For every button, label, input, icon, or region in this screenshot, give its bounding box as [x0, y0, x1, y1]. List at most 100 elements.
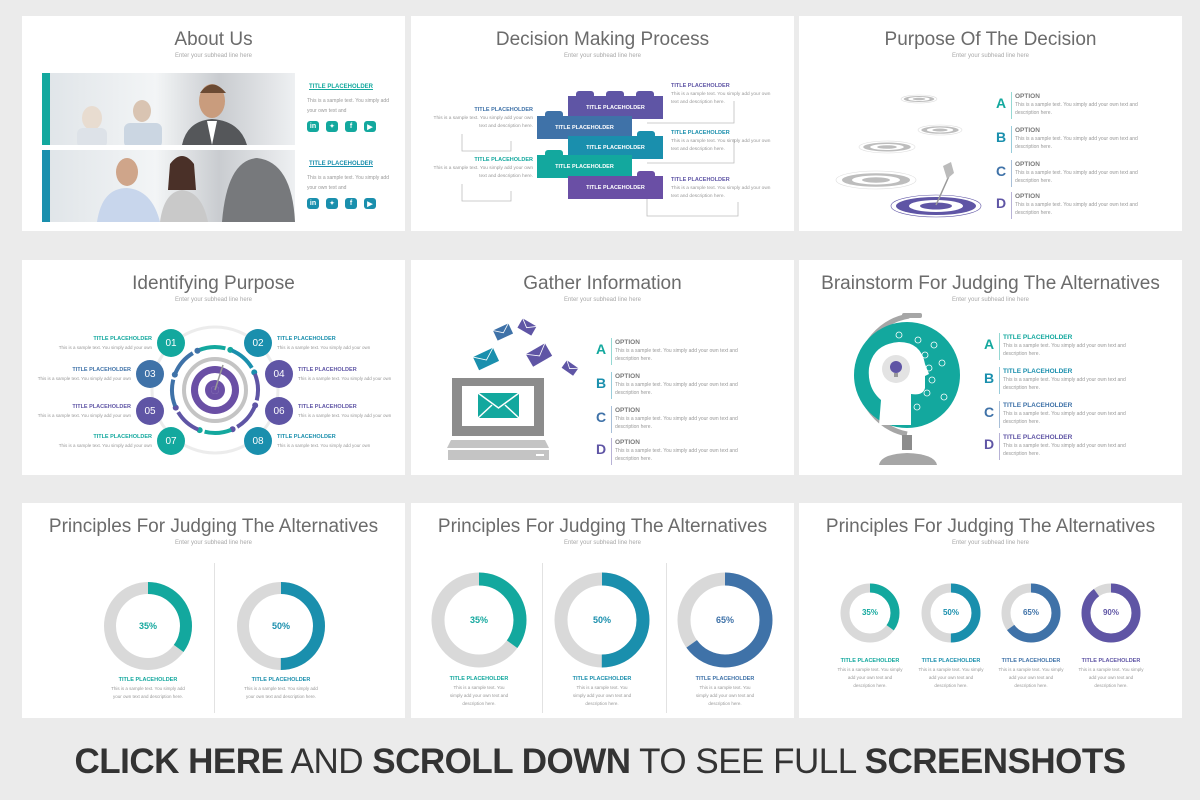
facebook-icon[interactable]: f: [345, 198, 357, 209]
option-divider: [611, 406, 612, 433]
step-number-badge[interactable]: 06: [265, 397, 293, 425]
twitter-icon[interactable]: ✦: [326, 198, 338, 209]
connector-line: [646, 198, 739, 217]
option-divider: [999, 333, 1000, 360]
option-letter: B: [596, 375, 607, 391]
slide-decision-making-process[interactable]: Decision Making Process Enter your subhe…: [411, 16, 794, 231]
option-letter: A: [984, 336, 995, 352]
step-number-badge[interactable]: 01: [157, 329, 185, 357]
slide-subhead: Enter your subhead line here: [174, 540, 253, 546]
option-text: This is a sample text. You simply add yo…: [1015, 102, 1138, 116]
slide-principles-4[interactable]: Principles For Judging The Alternatives …: [799, 503, 1182, 718]
donut-title[interactable]: TITLE PLACEHOLDER: [118, 677, 178, 683]
option-title[interactable]: OPTION: [615, 439, 640, 446]
cycle-arrow-arc: [230, 348, 254, 369]
youtube-icon[interactable]: ▶: [364, 121, 376, 132]
option-title[interactable]: TITLE PLACEHOLDER: [1003, 434, 1073, 441]
process-brick[interactable]: TITLE PLACEHOLDER: [537, 111, 632, 139]
cycle-arrow-arc: [170, 379, 178, 407]
process-brick[interactable]: TITLE PLACEHOLDER: [537, 150, 632, 178]
step-title: TITLE PLACEHOLDER: [298, 404, 357, 410]
option-title[interactable]: OPTION: [615, 339, 640, 346]
step-title: TITLE PLACEHOLDER: [93, 434, 152, 440]
slide-principles-3[interactable]: Principles For Judging The Alternatives …: [411, 503, 794, 718]
donut-title[interactable]: TITLE PLACEHOLDER: [572, 676, 632, 682]
step-number-badge[interactable]: 02: [244, 329, 272, 357]
option-title[interactable]: OPTION: [615, 373, 640, 380]
idea-icon: [925, 364, 933, 372]
slide-gather-information[interactable]: Gather Information Enter your subhead li…: [411, 260, 794, 475]
brick-stud: [636, 91, 654, 97]
item-title-link[interactable]: TITLE PLACEHOLDER: [309, 84, 373, 90]
step-number-badge[interactable]: 07: [157, 427, 185, 455]
option-text: This is a sample text. You simply add yo…: [1003, 443, 1126, 457]
slide-principles-2[interactable]: Principles For Judging The Alternatives …: [22, 503, 405, 718]
donut-value-label: 65%: [715, 615, 734, 625]
donut-title[interactable]: TITLE PLACEHOLDER: [449, 676, 509, 682]
step-number-badge[interactable]: 08: [244, 427, 272, 455]
cta-scroll-down: SCROLL DOWN: [372, 742, 631, 781]
target-ring: [900, 94, 938, 104]
option-title[interactable]: TITLE PLACEHOLDER: [1003, 334, 1073, 341]
bullseye-ring: [890, 194, 982, 218]
step-number-badge[interactable]: 03: [136, 360, 164, 388]
donut-value-label: 90%: [1102, 608, 1119, 617]
donut-title[interactable]: TITLE PLACEHOLDER: [840, 658, 900, 664]
facebook-icon[interactable]: f: [345, 121, 357, 132]
person: [77, 128, 107, 145]
step-title: TITLE PLACEHOLDER: [93, 336, 152, 342]
option-letter: A: [596, 341, 607, 357]
column-divider: [214, 563, 215, 713]
outer-ring: [150, 325, 280, 455]
slide-brainstorm[interactable]: Brainstorm For Judging The Alternatives …: [799, 260, 1182, 475]
option-title[interactable]: OPTION: [1015, 193, 1040, 200]
item-title-link[interactable]: TITLE PLACEHOLDER: [309, 161, 373, 167]
step-number-badge[interactable]: 04: [265, 360, 293, 388]
slide-purpose-of-the-decision[interactable]: Purpose Of The Decision Enter your subhe…: [799, 16, 1182, 231]
option-title[interactable]: TITLE PLACEHOLDER: [1003, 368, 1073, 375]
donut-title[interactable]: TITLE PLACEHOLDER: [1081, 658, 1141, 664]
process-brick[interactable]: TITLE PLACEHOLDER: [568, 131, 663, 159]
option-title[interactable]: OPTION: [1015, 127, 1040, 134]
donut-title[interactable]: TITLE PLACEHOLDER: [921, 658, 981, 664]
option-letter: C: [996, 163, 1007, 179]
slide-title: Principles For Judging The Alternatives: [825, 516, 1156, 537]
donut-title[interactable]: TITLE PLACEHOLDER: [251, 677, 311, 683]
slide-subhead: Enter your subhead line here: [174, 297, 253, 303]
linkedin-icon[interactable]: in: [307, 121, 319, 132]
step-text: This is a sample text. You simply add yo…: [277, 443, 371, 448]
donut-value-arc: [840, 583, 900, 643]
option-title[interactable]: OPTION: [1015, 93, 1040, 100]
step-number-badge[interactable]: 05: [136, 397, 164, 425]
slide-subhead: Enter your subhead line here: [951, 540, 1030, 546]
option-title[interactable]: OPTION: [1015, 161, 1040, 168]
linkedin-icon[interactable]: in: [307, 198, 319, 209]
envelope-flap: [472, 347, 494, 361]
call-to-action-banner[interactable]: CLICK HERE AND SCROLL DOWN TO SEE FULL S…: [0, 742, 1200, 782]
donut-title[interactable]: TITLE PLACEHOLDER: [695, 676, 755, 682]
callout-title: TITLE PLACEHOLDER: [474, 107, 533, 113]
option-text: This is a sample text. You simply add yo…: [1015, 202, 1138, 216]
cycle-arrow-arc: [198, 345, 226, 353]
youtube-icon[interactable]: ▶: [364, 198, 376, 209]
process-brick[interactable]: TITLE PLACEHOLDER: [568, 171, 663, 199]
envelope-body: [561, 360, 579, 376]
dart-flight: [943, 162, 954, 179]
slide-identifying-purpose[interactable]: Identifying Purpose Enter your subhead l…: [22, 260, 405, 475]
process-brick[interactable]: TITLE PLACEHOLDER: [568, 91, 663, 119]
cta-text: AND: [283, 742, 373, 781]
slide-about-us[interactable]: About Us Enter your subhead line here TI…: [22, 16, 405, 231]
column-divider: [542, 563, 543, 713]
brick-stud: [637, 131, 655, 137]
option-divider: [999, 367, 1000, 394]
cta-click-here[interactable]: CLICK HERE: [74, 742, 284, 781]
twitter-icon[interactable]: ✦: [326, 121, 338, 132]
people-illustration: [77, 84, 247, 145]
cycle-target-illustration: [150, 325, 280, 455]
donut-title[interactable]: TITLE PLACEHOLDER: [1001, 658, 1061, 664]
option-title[interactable]: OPTION: [615, 407, 640, 414]
option-title[interactable]: TITLE PLACEHOLDER: [1003, 402, 1073, 409]
envelope-icon: [525, 343, 553, 367]
